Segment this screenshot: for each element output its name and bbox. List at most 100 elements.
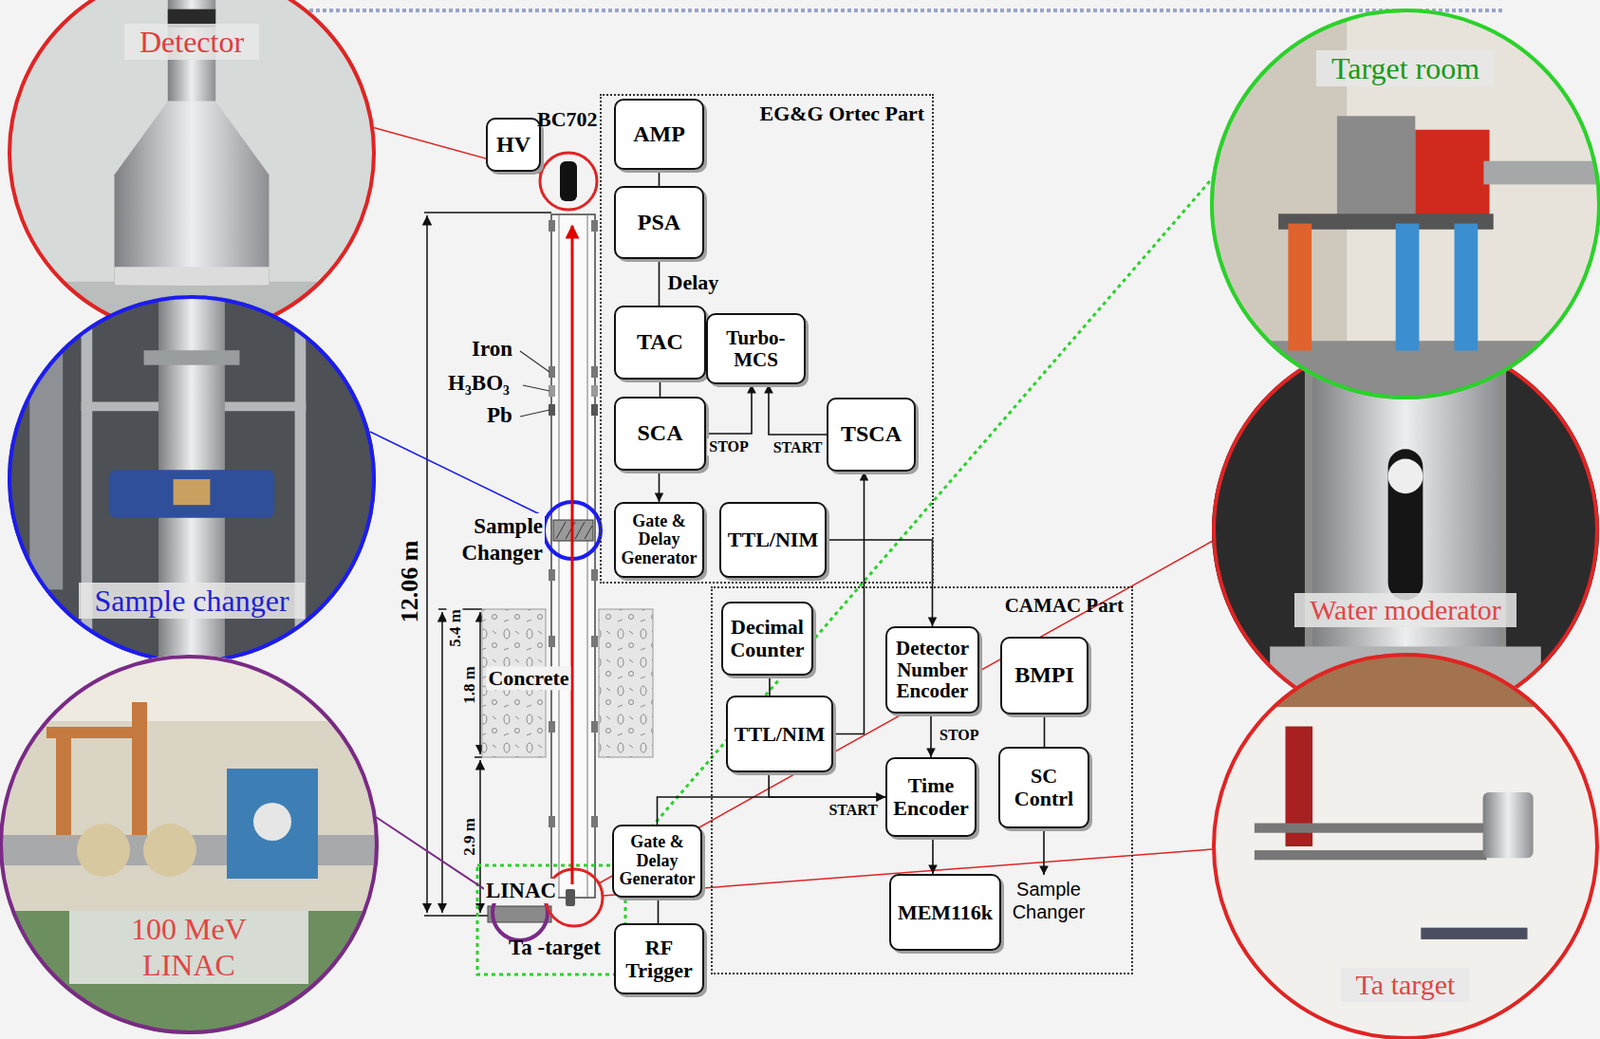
signal-line <box>768 772 886 798</box>
module-box: SC Contrl <box>998 746 1090 829</box>
photo-detail <box>1287 223 1312 352</box>
concrete-block <box>598 609 653 758</box>
callout-leader <box>370 431 548 519</box>
photo-detail <box>1388 459 1424 495</box>
target-symbol <box>565 889 576 907</box>
signal-line <box>930 713 932 758</box>
module-box: RF Trigger <box>613 923 705 995</box>
part-name: Sample Changer <box>449 513 545 566</box>
callout-leader <box>616 175 1215 868</box>
collimator <box>591 816 598 828</box>
box-label: Detector Number Encoder <box>891 637 974 703</box>
inset-caption: Target room <box>1316 50 1495 87</box>
module-box: BMPI <box>1000 636 1089 715</box>
inset-caption: Water moderator <box>1294 593 1517 628</box>
module-box: TAC <box>613 305 707 380</box>
photo-detail <box>7 0 376 337</box>
inset-caption-holder: Target room <box>1209 50 1600 87</box>
collimator <box>591 385 598 397</box>
box-label: Gate & Delay Generator <box>617 833 697 889</box>
leader-line <box>520 409 550 417</box>
module-box: Time Encoder <box>885 757 977 838</box>
collimator <box>591 404 598 416</box>
photo-detail <box>7 295 376 664</box>
module-box: Gate & Delay Generator <box>612 824 703 898</box>
dimension-line <box>479 612 482 755</box>
signal-label: STOP <box>706 438 751 456</box>
photo-detail <box>173 479 211 505</box>
box-label: SC Contrl <box>1004 764 1084 811</box>
signal-label: START <box>771 439 825 457</box>
group-caption-holder: EG&G Ortec Part <box>760 101 926 127</box>
shield-material: H₃BO₃ <box>447 371 510 396</box>
output-name: Sample Changer <box>1005 877 1092 924</box>
box-label: Turbo-MCS <box>711 327 800 371</box>
signal-label: STOP <box>937 726 982 745</box>
collimator <box>548 816 556 828</box>
leader-line <box>520 351 550 373</box>
inset-caption: 100 MeV LINAC <box>69 911 309 985</box>
inset-caption-holder: 100 MeV LINAC <box>0 911 379 985</box>
signal-line <box>1043 714 1046 747</box>
box-label: Decimal Counter <box>726 615 808 662</box>
part-name: Ta -target <box>508 935 601 961</box>
dimension-line <box>479 760 482 913</box>
photo-detail <box>1254 823 1488 834</box>
module-box: MEM116k <box>889 874 1002 951</box>
photo-detail <box>46 726 142 739</box>
collimator <box>548 366 556 378</box>
box-label: Time Encoder <box>891 774 971 820</box>
photo-detail <box>114 266 270 285</box>
group-caption-holder: CAMAC Part <box>1004 594 1124 618</box>
flight-path-arrow <box>571 225 575 885</box>
photo-detail <box>1483 161 1600 186</box>
box-label: TAC <box>619 330 701 355</box>
module-box: SCA <box>613 396 707 471</box>
detector-symbol <box>559 161 577 202</box>
inset-frame <box>9 297 374 662</box>
module-box: AMP <box>613 98 705 170</box>
inset-frame <box>1211 10 1600 398</box>
inset-caption-holder: Detector <box>7 23 376 60</box>
inset-caption-holder: Water moderator <box>1211 593 1600 628</box>
module-box: PSA <box>613 186 705 260</box>
dimension-line <box>441 612 444 913</box>
photo-detail <box>0 654 379 1035</box>
beam-pipe <box>487 906 552 923</box>
signal-line <box>658 169 661 187</box>
part-name: LINAC <box>483 878 559 904</box>
photo-detail <box>76 823 131 877</box>
inset-caption-holder: Ta target <box>1211 967 1600 1003</box>
detector-model: BC702 <box>537 107 598 131</box>
inset-frame <box>9 0 374 335</box>
photo-detail <box>1414 130 1489 219</box>
photo-inset: 100 MeV LINAC <box>0 654 379 1035</box>
dimension: 5.4 m <box>446 607 464 650</box>
electronics-group: EG&G Ortec Part AMP PSA TAC Turbo-MCSSCA TSCA… <box>599 93 934 584</box>
power-supply-box: HV <box>485 117 541 172</box>
inset-frame <box>1213 654 1598 1039</box>
dimension-tick <box>424 211 552 214</box>
signal-line <box>658 259 661 306</box>
inset-caption: Detector <box>124 23 260 60</box>
photo-detail <box>253 802 292 841</box>
dimension-tick <box>474 756 483 759</box>
photo-detail <box>1388 448 1424 600</box>
sample-hatch <box>556 521 593 540</box>
signal-label: Delay <box>666 270 722 294</box>
box-label: HV <box>491 132 536 158</box>
module-box: Decimal Counter <box>721 601 814 676</box>
signal-line <box>659 379 662 397</box>
collimator <box>591 635 598 648</box>
leader-line <box>522 385 550 391</box>
photo-detail <box>143 823 197 877</box>
collimator <box>548 569 556 581</box>
box-label: TSCA <box>832 422 911 447</box>
box-label: Gate & Delay Generator <box>619 512 699 568</box>
highlight-ring <box>539 152 597 210</box>
shield-material: Pb <box>486 403 513 428</box>
inset-caption: Sample changer <box>78 582 304 619</box>
photo-detail <box>1211 652 1600 1039</box>
photo-detail <box>0 911 379 1035</box>
